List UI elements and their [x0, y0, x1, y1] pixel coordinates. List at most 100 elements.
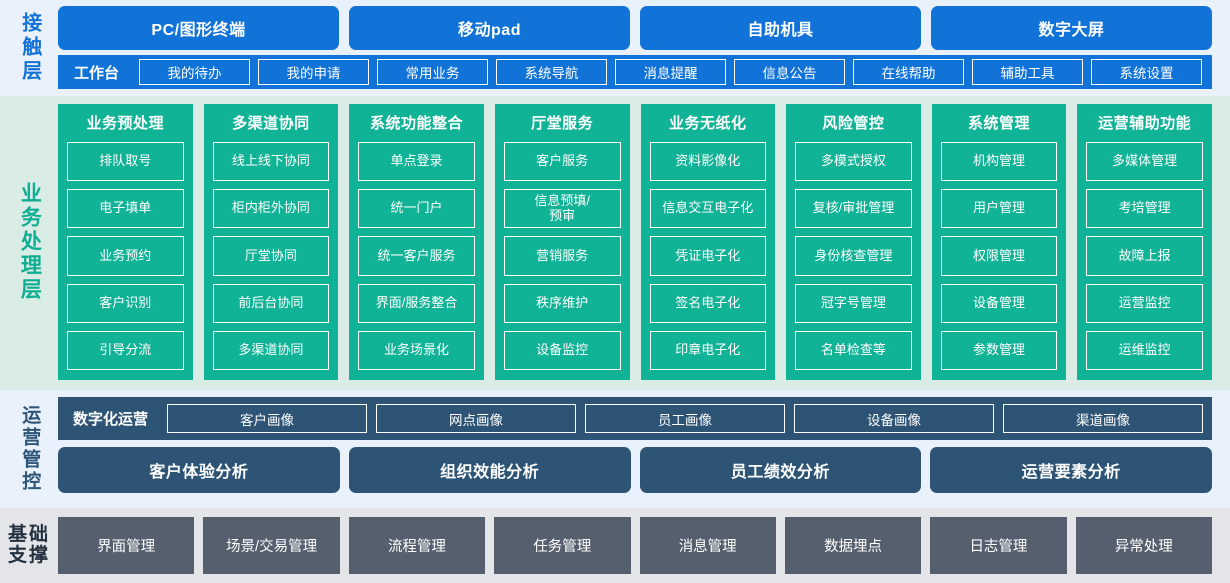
- foundation-button-log-management[interactable]: 日志管理: [930, 517, 1067, 574]
- foundation-button-data-tracking[interactable]: 数据埋点: [784, 517, 922, 574]
- column-item[interactable]: 用户管理: [940, 189, 1058, 229]
- column-item[interactable]: 界面/服务整合: [358, 283, 475, 323]
- business-layer: 业务处理层 业务预处理 排队取号 电子填单 业务预约 客户识别 引导分流 多渠道…: [0, 96, 1230, 390]
- foundation-layer-body: 界面管理 场景/交易管理 流程管理 任务管理 消息管理 数据埋点 日志管理 异常…: [58, 517, 1212, 574]
- column-item[interactable]: 多渠道协同: [212, 330, 330, 371]
- nav-item-information-bulletin[interactable]: 信息公告: [734, 59, 846, 85]
- column-item[interactable]: 凭证电子化: [649, 236, 767, 276]
- business-layer-label-text: 业务处理层: [18, 182, 42, 302]
- channel-button-digital-screen[interactable]: 数字大屏: [931, 6, 1212, 50]
- business-column-group: 业务预处理 排队取号 电子填单 业务预约 客户识别 引导分流 多渠道协同 线上线…: [58, 104, 1212, 380]
- column-item[interactable]: 冠字号管理: [795, 283, 912, 323]
- nav-item-system-settings[interactable]: 系统设置: [1091, 59, 1203, 85]
- column-title: 系统功能整合: [370, 115, 464, 132]
- column-item-list: 排队取号 电子填单 业务预约 客户识别 引导分流: [67, 142, 184, 371]
- column-item[interactable]: 统一门户: [358, 189, 475, 229]
- foundation-layer-label-line1: 基础: [7, 523, 50, 545]
- contact-layer-body: PC/图形终端 移动pad 自助机具 数字大屏 工作台 我的待办 我的申请 常用…: [58, 6, 1212, 90]
- analysis-button-operation-factor[interactable]: 运营要素分析: [930, 447, 1212, 493]
- column-item[interactable]: 信息交互电子化: [649, 189, 767, 229]
- column-item-list: 客户服务 信息预填/ 预审 营销服务 秩序维护 设备监控: [503, 142, 621, 371]
- ops-chip-device-profile[interactable]: 设备画像: [794, 404, 995, 433]
- column-item[interactable]: 参数管理: [940, 330, 1058, 371]
- foundation-layer: 基础 支撑 界面管理 场景/交易管理 流程管理 任务管理 消息管理 数据埋点 日…: [0, 508, 1230, 583]
- column-item[interactable]: 身份核查管理: [795, 236, 912, 276]
- nav-item-my-todo[interactable]: 我的待办: [139, 59, 251, 85]
- channel-button-pc[interactable]: PC/图形终端: [58, 6, 339, 50]
- ops-chip-channel-profile[interactable]: 渠道画像: [1003, 404, 1204, 433]
- column-item[interactable]: 统一客户服务: [358, 236, 475, 276]
- column-item[interactable]: 厅堂协同: [212, 236, 330, 276]
- contact-layer-label-text: 接触层: [18, 12, 41, 84]
- operations-layer-label-text: 运营管控: [19, 405, 41, 493]
- ops-chip-employee-profile[interactable]: 员工画像: [585, 404, 786, 433]
- nav-item-my-application[interactable]: 我的申请: [258, 59, 370, 85]
- nav-item-system-navigation[interactable]: 系统导航: [496, 59, 608, 85]
- column-item[interactable]: 秩序维护: [503, 283, 621, 323]
- column-item[interactable]: 引导分流: [67, 330, 184, 371]
- column-item[interactable]: 故障上报: [1086, 236, 1203, 276]
- column-item[interactable]: 考培管理: [1086, 189, 1203, 229]
- nav-item-common-business[interactable]: 常用业务: [377, 59, 489, 85]
- column-item[interactable]: 设备管理: [940, 283, 1058, 323]
- column-item[interactable]: 柜内柜外协同: [212, 189, 330, 229]
- column-item[interactable]: 签名电子化: [649, 283, 767, 323]
- column-item[interactable]: 电子填单: [67, 189, 184, 229]
- column-item[interactable]: 运营监控: [1086, 283, 1203, 323]
- column-item[interactable]: 权限管理: [940, 236, 1058, 276]
- column-item[interactable]: 线上线下协同: [212, 142, 330, 182]
- column-item-list: 线上线下协同 柜内柜外协同 厅堂协同 前后台协同 多渠道协同: [212, 142, 330, 371]
- column-item[interactable]: 单点登录: [358, 142, 475, 182]
- foundation-layer-label-stack: 基础 支撑: [7, 523, 50, 567]
- column-item[interactable]: 复核/审批管理: [795, 189, 912, 229]
- analysis-button-customer-experience[interactable]: 客户体验分析: [58, 447, 340, 493]
- channel-button-mobile-pad[interactable]: 移动pad: [349, 6, 630, 50]
- column-item-list: 多模式授权 复核/审批管理 身份核查管理 冠字号管理 名单检查等: [795, 142, 912, 371]
- analysis-button-organization-efficiency[interactable]: 组织效能分析: [348, 447, 631, 493]
- column-item[interactable]: 排队取号: [67, 142, 184, 182]
- column-item[interactable]: 业务预约: [67, 236, 184, 276]
- nav-item-online-help[interactable]: 在线帮助: [853, 59, 965, 85]
- digital-operation-title: 数字化运营: [73, 411, 149, 428]
- column-item-list: 机构管理 用户管理 权限管理 设备管理 参数管理: [940, 142, 1058, 371]
- foundation-button-scenario-transaction-management[interactable]: 场景/交易管理: [203, 517, 340, 574]
- ops-chip-customer-profile[interactable]: 客户画像: [167, 404, 368, 433]
- column-item[interactable]: 客户服务: [503, 142, 621, 182]
- column-item[interactable]: 营销服务: [503, 236, 621, 276]
- foundation-button-exception-handling[interactable]: 异常处理: [1075, 517, 1212, 574]
- column-item[interactable]: 印章电子化: [649, 330, 767, 371]
- nav-item-message-reminder[interactable]: 消息提醒: [615, 59, 727, 85]
- column-item-list: 多媒体管理 考培管理 故障上报 运营监控 运维监控: [1086, 142, 1203, 371]
- column-item[interactable]: 运维监控: [1086, 330, 1203, 371]
- column-item[interactable]: 名单检查等: [795, 330, 912, 371]
- foundation-button-row: 界面管理 场景/交易管理 流程管理 任务管理 消息管理 数据埋点 日志管理 异常…: [58, 517, 1212, 574]
- business-layer-body: 业务预处理 排队取号 电子填单 业务预约 客户识别 引导分流 多渠道协同 线上线…: [58, 104, 1212, 380]
- column-title: 运营辅助功能: [1098, 115, 1192, 132]
- foundation-button-interface-management[interactable]: 界面管理: [58, 517, 195, 574]
- workbench-title: 工作台: [74, 64, 120, 82]
- business-column-paperless: 业务无纸化 资料影像化 信息交互电子化 凭证电子化 签名电子化 印章电子化: [640, 104, 776, 380]
- column-item[interactable]: 多媒体管理: [1086, 142, 1203, 182]
- foundation-button-task-management[interactable]: 任务管理: [494, 517, 631, 574]
- foundation-button-message-management[interactable]: 消息管理: [639, 517, 776, 574]
- column-item[interactable]: 信息预填/ 预审: [503, 189, 621, 229]
- column-item[interactable]: 多模式授权: [795, 142, 912, 182]
- column-item[interactable]: 前后台协同: [212, 283, 330, 323]
- column-item[interactable]: 设备监控: [503, 330, 621, 371]
- column-item[interactable]: 客户识别: [67, 283, 184, 323]
- nav-item-auxiliary-tools[interactable]: 辅助工具: [972, 59, 1084, 85]
- channel-button-self-service[interactable]: 自助机具: [640, 6, 921, 50]
- column-title: 业务无纸化: [669, 115, 747, 132]
- business-column-system-management: 系统管理 机构管理 用户管理 权限管理 设备管理 参数管理: [931, 104, 1067, 380]
- column-item[interactable]: 资料影像化: [649, 142, 767, 182]
- business-column-lobby-service: 厅堂服务 客户服务 信息预填/ 预审 营销服务 秩序维护 设备监控: [494, 104, 630, 380]
- ops-chip-branch-profile[interactable]: 网点画像: [376, 404, 577, 433]
- column-item[interactable]: 机构管理: [940, 142, 1058, 182]
- business-column-operation-support: 运营辅助功能 多媒体管理 考培管理 故障上报 运营监控 运维监控: [1077, 104, 1212, 380]
- contact-layer-label: 接触层: [0, 6, 58, 90]
- analysis-button-employee-performance[interactable]: 员工绩效分析: [639, 447, 922, 493]
- channel-button-row: PC/图形终端 移动pad 自助机具 数字大屏: [58, 6, 1212, 50]
- column-item[interactable]: 业务场景化: [358, 330, 475, 371]
- foundation-button-process-management[interactable]: 流程管理: [348, 517, 486, 574]
